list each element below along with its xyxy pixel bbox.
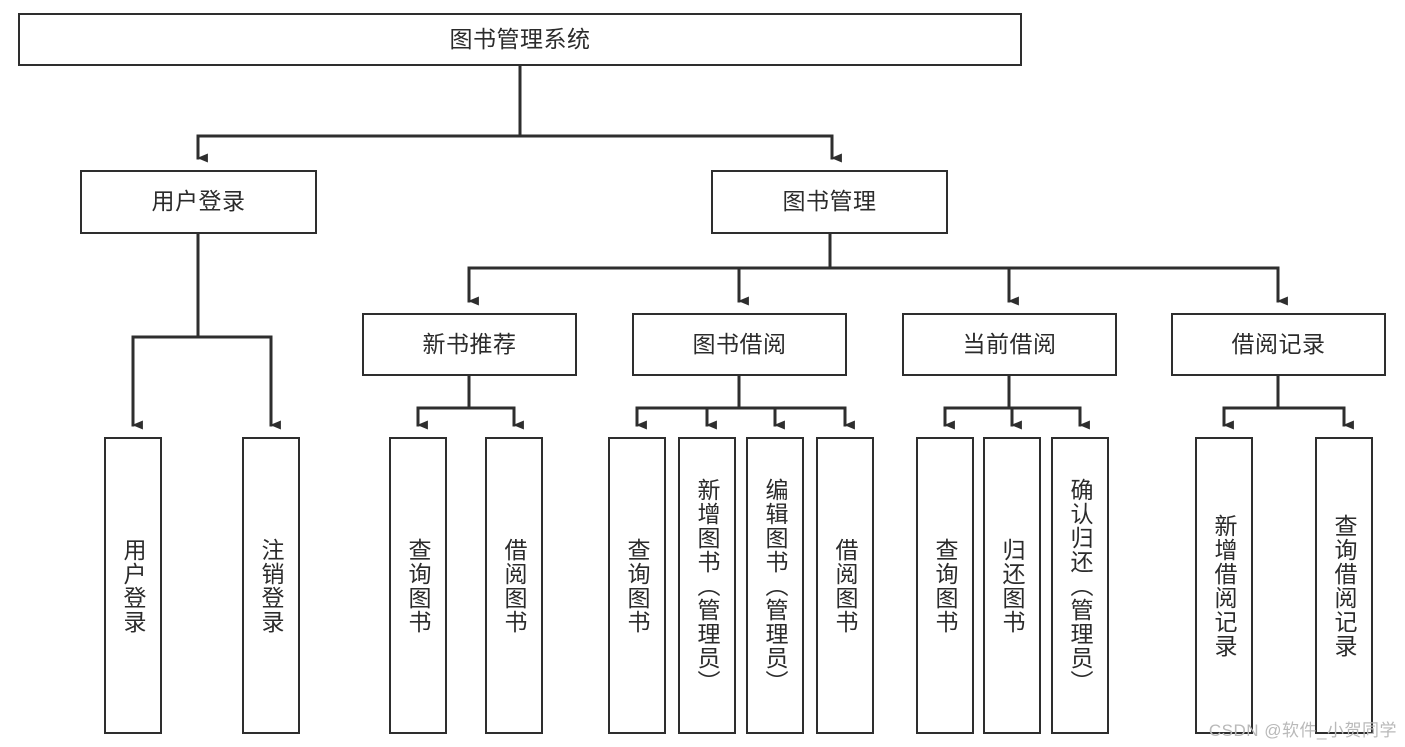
leaf-add-borrow-record-label: 新增借阅记录 bbox=[1211, 513, 1238, 658]
leaf-query-book-1[interactable]: 查询图书 bbox=[389, 437, 447, 734]
node-book-manage-label: 图书管理 bbox=[782, 188, 877, 215]
node-borrow-record[interactable]: 借阅记录 bbox=[1171, 313, 1386, 376]
leaf-query-book-2-label: 查询图书 bbox=[624, 537, 651, 634]
leaf-edit-book-admin-label: 编辑图书（管理员） bbox=[762, 477, 789, 694]
leaf-return-book-label: 归还图书 bbox=[999, 537, 1026, 634]
node-new-book-recommend-label: 新书推荐 bbox=[422, 330, 517, 357]
leaf-edit-book-admin[interactable]: 编辑图书（管理员） bbox=[746, 437, 804, 734]
leaf-borrow-book-1[interactable]: 借阅图书 bbox=[485, 437, 543, 734]
leaf-confirm-return-admin-label: 确认归还（管理员） bbox=[1067, 477, 1094, 694]
leaf-query-borrow-record-label: 查询借阅记录 bbox=[1331, 513, 1358, 658]
node-book-manage[interactable]: 图书管理 bbox=[711, 170, 948, 234]
node-user-login-label: 用户登录 bbox=[151, 188, 246, 215]
leaf-logout-login[interactable]: 注销登录 bbox=[242, 437, 300, 734]
node-root[interactable]: 图书管理系统 bbox=[18, 13, 1022, 66]
node-borrow-record-label: 借阅记录 bbox=[1231, 330, 1326, 357]
leaf-query-borrow-record[interactable]: 查询借阅记录 bbox=[1315, 437, 1373, 734]
node-current-borrow-label: 当前借阅 bbox=[962, 330, 1057, 357]
leaf-borrow-book-2[interactable]: 借阅图书 bbox=[816, 437, 874, 734]
leaf-borrow-book-1-label: 借阅图书 bbox=[501, 537, 528, 634]
leaf-borrow-book-2-label: 借阅图书 bbox=[832, 537, 859, 634]
node-new-book-recommend[interactable]: 新书推荐 bbox=[362, 313, 577, 376]
node-user-login[interactable]: 用户登录 bbox=[80, 170, 317, 234]
leaf-user-login[interactable]: 用户登录 bbox=[104, 437, 162, 734]
node-book-borrow[interactable]: 图书借阅 bbox=[632, 313, 847, 376]
watermark: CSDN @软件_小贺同学 bbox=[1208, 721, 1397, 740]
leaf-add-book-admin-label: 新增图书（管理员） bbox=[694, 477, 721, 694]
node-root-label: 图书管理系统 bbox=[449, 25, 591, 52]
leaf-query-book-2[interactable]: 查询图书 bbox=[608, 437, 666, 734]
leaf-add-book-admin[interactable]: 新增图书（管理员） bbox=[678, 437, 736, 734]
leaf-query-book-3[interactable]: 查询图书 bbox=[916, 437, 974, 734]
leaf-query-book-3-label: 查询图书 bbox=[932, 537, 959, 634]
leaf-user-login-label: 用户登录 bbox=[120, 537, 147, 634]
leaf-return-book[interactable]: 归还图书 bbox=[983, 437, 1041, 734]
leaf-logout-login-label: 注销登录 bbox=[258, 537, 285, 634]
leaf-confirm-return-admin[interactable]: 确认归还（管理员） bbox=[1051, 437, 1109, 734]
leaf-query-book-1-label: 查询图书 bbox=[405, 537, 432, 634]
node-current-borrow[interactable]: 当前借阅 bbox=[902, 313, 1117, 376]
node-book-borrow-label: 图书借阅 bbox=[692, 330, 787, 357]
leaf-add-borrow-record[interactable]: 新增借阅记录 bbox=[1195, 437, 1253, 734]
